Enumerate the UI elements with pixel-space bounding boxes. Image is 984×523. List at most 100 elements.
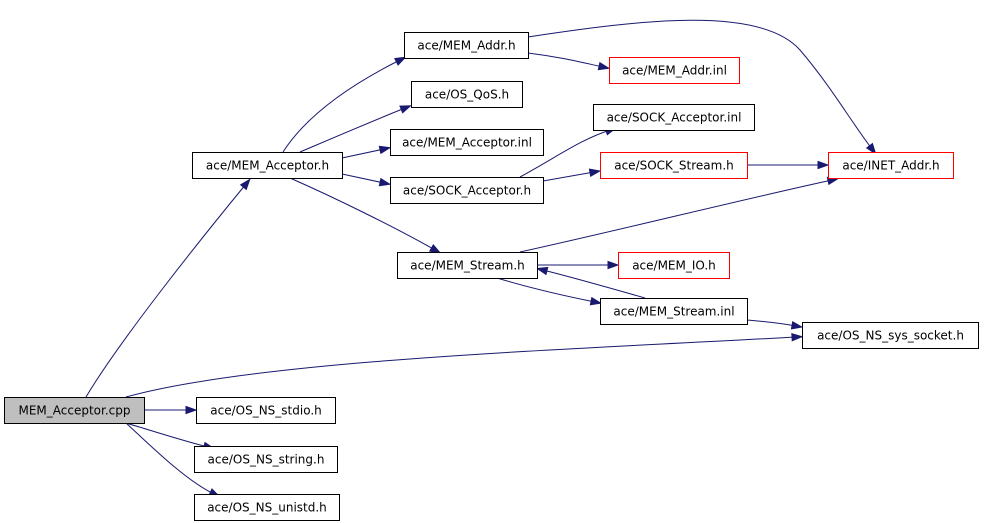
node-mem-acceptor-inl[interactable]: ace/MEM_Acceptor.inl [390,129,544,156]
edge-mem-addr-h-to-inet-addr-h-arrowhead [865,142,877,155]
edge-mem-stream-h-to-mem-io-h-arrowhead [607,260,620,270]
edge-mem-acceptor-cpp-to-os-ns-sys-socket-h-line [125,336,797,398]
edge-mem-acceptor-cpp-to-os-ns-string-h-line [125,422,209,448]
node-mem-acceptor-inl-label: ace/MEM_Acceptor.inl [402,136,532,150]
node-os-qos-h-box [411,81,523,108]
edge-sock-stream-h-to-inet-addr-h-arrowhead [817,160,830,170]
edge-mem-acceptor-h-to-mem-acceptor-inl-arrowhead [378,145,392,155]
node-os-ns-sys-socket-h-label: ace/OS_NS_sys_socket.h [817,329,964,343]
edge-mem-stream-h-to-inet-addr-h [519,176,840,253]
edge-mem-acceptor-h-to-mem-stream-h-line [289,177,436,251]
node-mem-acceptor-cpp[interactable]: MEM_Acceptor.cpp [4,397,145,424]
edge-sock-acceptor-h-to-sock-acceptor-inl-line [519,129,611,178]
edge-mem-acceptor-h-to-mem-addr-h-arrowhead [394,56,407,66]
edge-mem-acceptor-h-to-mem-acceptor-inl [341,145,392,159]
node-mem-stream-inl-box [600,298,748,325]
edge-mem-acceptor-cpp-to-mem-acceptor-h-line [85,183,247,398]
edge-sock-stream-h-to-inet-addr-h [747,160,830,170]
node-mem-stream-h-box [397,252,538,279]
node-os-ns-string-h-box [194,446,338,473]
node-inet-addr-h-box [828,152,954,179]
node-inet-addr-h-label: ace/INET_Addr.h [842,159,939,173]
edge-mem-addr-h-to-mem-addr-inl-line [527,52,604,68]
edge-sock-acceptor-h-to-sock-stream-h [542,168,602,182]
edge-mem-acceptor-h-to-mem-acceptor-inl-line [341,148,385,159]
node-mem-acceptor-h-box [192,152,343,179]
edge-mem-stream-inl-to-os-ns-sys-socket-h-line [746,319,797,327]
edge-mem-stream-h-to-mem-stream-inl-arrowhead [589,296,603,306]
edge-mem-stream-h-to-inet-addr-h-line [519,179,833,253]
node-os-ns-unistd-h[interactable]: ace/OS_NS_unistd.h [194,494,340,521]
node-sock-stream-h-label: ace/SOCK_Stream.h [614,159,734,173]
node-sock-acceptor-h[interactable]: ace/SOCK_Acceptor.h [390,177,544,204]
node-os-ns-unistd-h-label: ace/OS_NS_unistd.h [207,501,327,515]
edge-mem-stream-inl-to-mem-stream-h-arrowhead [535,266,549,276]
node-sock-stream-h-box [600,152,748,179]
node-os-ns-stdio-h-box [196,397,336,424]
node-mem-acceptor-h[interactable]: ace/MEM_Acceptor.h [192,152,343,179]
nodes-layer: MEM_Acceptor.cpp ace/MEM_Acceptor.h ace/OS… [4,32,979,521]
edge-mem-acceptor-cpp-to-os-ns-sys-socket-h-arrowhead [791,332,804,342]
edge-mem-stream-inl-to-mem-stream-h [535,266,646,299]
edge-mem-acceptor-h-to-os-qos-h-arrowhead [399,105,412,114]
edge-mem-acceptor-h-to-os-qos-h-line [299,107,406,153]
edge-mem-acceptor-h-to-sock-acceptor-h [341,173,392,187]
node-os-ns-sys-socket-h-box [802,322,979,349]
edge-mem-acceptor-cpp-to-os-ns-stdio-h [144,405,198,415]
node-mem-stream-inl-label: ace/MEM_Stream.inl [613,305,734,319]
edge-mem-addr-h-to-inet-addr-h-line [527,19,873,150]
edge-mem-acceptor-h-to-mem-addr-h-line [282,59,401,153]
edge-mem-stream-h-to-mem-stream-inl-line [496,277,596,303]
edge-mem-addr-h-to-mem-addr-inl [527,52,611,71]
edge-mem-acceptor-cpp-to-mem-acceptor-h-arrowhead [239,178,251,191]
node-mem-addr-h-label: ace/MEM_Addr.h [417,39,515,53]
node-mem-addr-h-box [404,32,529,59]
node-os-ns-string-h[interactable]: ace/OS_NS_string.h [194,446,338,473]
node-os-qos-h-label: ace/OS_QoS.h [425,88,509,102]
edge-sock-acceptor-h-to-sock-stream-h-arrowhead [588,168,602,178]
edge-mem-stream-h-to-mem-stream-inl [496,277,603,306]
node-sock-stream-h[interactable]: ace/SOCK_Stream.h [600,152,748,179]
node-mem-acceptor-cpp-box [4,397,145,424]
node-os-ns-stdio-h[interactable]: ace/OS_NS_stdio.h [196,397,336,424]
node-mem-acceptor-cpp-label: MEM_Acceptor.cpp [18,404,130,418]
edge-mem-acceptor-h-to-os-qos-h [299,105,412,153]
node-mem-addr-inl-box [609,57,740,84]
node-sock-acceptor-inl[interactable]: ace/SOCK_Acceptor.inl [593,104,755,131]
edge-mem-addr-h-to-mem-addr-inl-arrowhead [597,61,611,71]
node-os-qos-h[interactable]: ace/OS_QoS.h [411,81,523,108]
edge-mem-acceptor-h-to-sock-acceptor-h-arrowhead [378,177,392,187]
node-os-ns-sys-socket-h[interactable]: ace/OS_NS_sys_socket.h [802,322,979,349]
node-sock-acceptor-h-box [390,177,544,204]
node-mem-stream-inl[interactable]: ace/MEM_Stream.inl [600,298,748,325]
edge-mem-acceptor-h-to-mem-addr-h [282,56,407,153]
edge-sock-acceptor-h-to-sock-stream-h-line [542,171,595,182]
node-os-ns-stdio-h-label: ace/OS_NS_stdio.h [210,404,322,418]
node-mem-io-h-label: ace/MEM_IO.h [632,259,716,273]
node-sock-acceptor-h-label: ace/SOCK_Acceptor.h [403,184,531,198]
node-sock-acceptor-inl-box [593,104,755,131]
edge-mem-addr-h-to-inet-addr-h [527,19,877,155]
edge-mem-acceptor-h-to-sock-acceptor-h-line [341,173,385,184]
edge-mem-stream-inl-to-os-ns-sys-socket-h [746,319,804,330]
edge-mem-acceptor-cpp-to-mem-acceptor-h [85,178,251,398]
node-mem-acceptor-inl-box [390,129,544,156]
node-mem-io-h-box [618,252,730,279]
edge-mem-acceptor-cpp-to-os-ns-sys-socket-h [125,332,804,398]
node-mem-stream-h[interactable]: ace/MEM_Stream.h [397,252,538,279]
node-mem-acceptor-h-label: ace/MEM_Acceptor.h [206,159,329,173]
node-os-ns-unistd-h-box [194,494,340,521]
edge-mem-stream-inl-to-mem-stream-h-line [542,269,646,299]
node-os-ns-string-h-label: ace/OS_NS_string.h [208,453,325,467]
edge-mem-acceptor-cpp-to-os-ns-string-h [125,422,216,451]
node-mem-addr-h[interactable]: ace/MEM_Addr.h [404,32,529,59]
node-sock-acceptor-inl-label: ace/SOCK_Acceptor.inl [607,111,742,125]
edge-mem-acceptor-h-to-mem-stream-h-arrowhead [428,244,442,254]
node-mem-io-h[interactable]: ace/MEM_IO.h [618,252,730,279]
node-inet-addr-h[interactable]: ace/INET_Addr.h [828,152,954,179]
node-mem-stream-h-label: ace/MEM_Stream.h [410,259,525,273]
edge-mem-stream-inl-to-os-ns-sys-socket-h-arrowhead [790,320,804,330]
edge-mem-stream-h-to-mem-io-h [537,260,620,270]
node-mem-addr-inl[interactable]: ace/MEM_Addr.inl [609,57,740,84]
